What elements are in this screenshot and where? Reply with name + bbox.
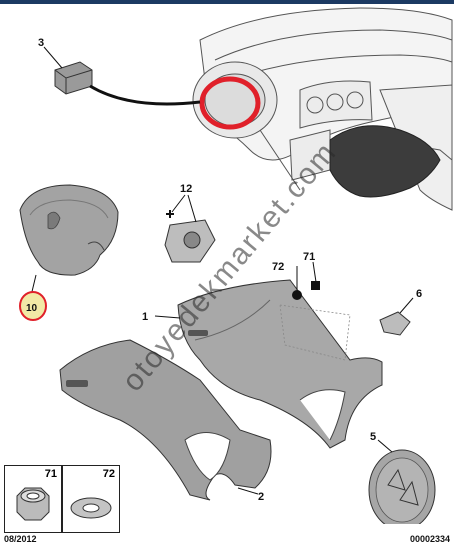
part-10-badge <box>19 291 47 321</box>
clip-part-6 <box>379 297 414 336</box>
footer-code: 00002334 <box>409 534 450 544</box>
fastener-markers <box>279 261 351 361</box>
nut-icon <box>16 487 50 521</box>
lower-trim-piece <box>329 125 441 198</box>
washer-icon <box>70 497 112 519</box>
legend-box-72: 72 <box>62 465 120 533</box>
callout-3: 3 <box>38 37 44 49</box>
upper-shroud-part-1 <box>154 279 383 449</box>
callout-5: 5 <box>370 431 376 443</box>
header-bar <box>0 0 454 4</box>
callout-71: 71 <box>303 251 315 263</box>
airbag-highlight-ring <box>199 76 261 130</box>
footer-date: 08/2012 <box>4 534 37 544</box>
washer-marker-71 <box>311 281 320 290</box>
legend-label-71: 71 <box>44 468 57 480</box>
emblem-part-5 <box>368 439 436 524</box>
callout-1: 1 <box>142 311 148 323</box>
callout-2: 2 <box>258 491 264 503</box>
callout-12: 12 <box>180 183 192 195</box>
legend-label-72: 72 <box>102 468 115 480</box>
legend-box-71: 71 <box>4 465 62 533</box>
callout-72: 72 <box>272 261 284 273</box>
nut-marker-72 <box>292 290 302 300</box>
parts-diagram: 1 2 3 5 6 10 12 71 72 <box>19 7 453 524</box>
airbag-cover-part-10 <box>19 184 119 301</box>
lower-shroud-part-2 <box>59 339 272 501</box>
connector-part-3 <box>43 46 201 106</box>
callout-6: 6 <box>416 288 422 300</box>
callout-10: 10 <box>26 303 38 314</box>
clip-part-12 <box>164 194 216 263</box>
